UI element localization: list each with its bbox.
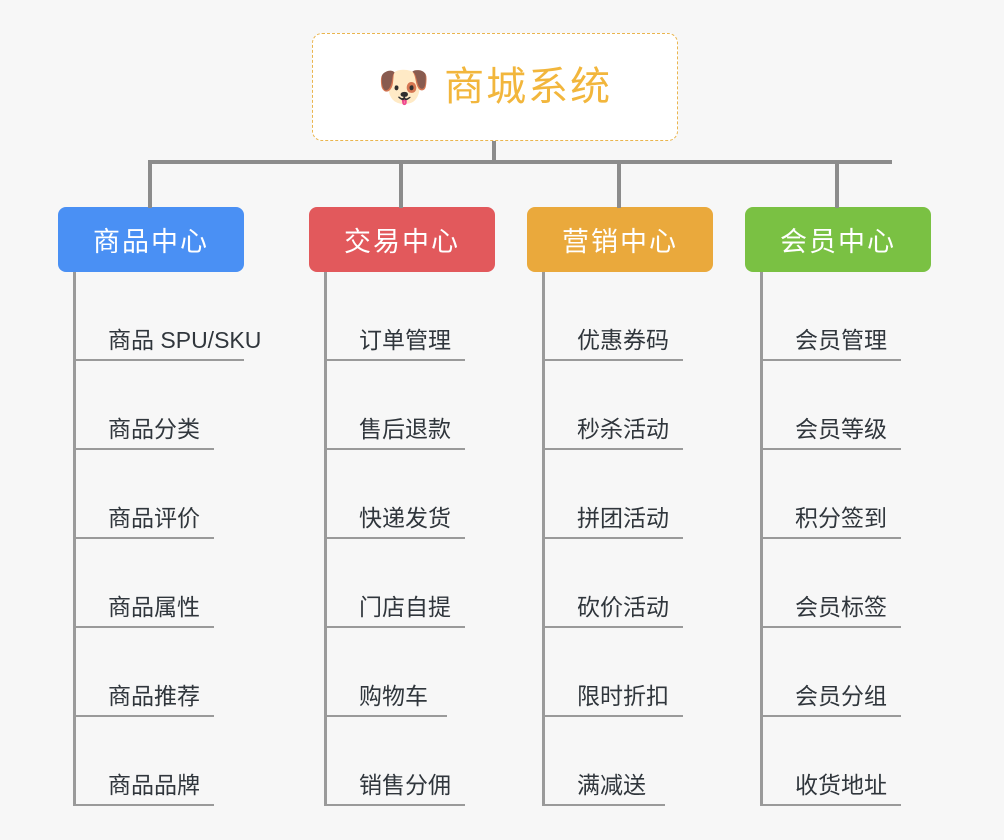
leaf-item[interactable]: 满减送 bbox=[545, 717, 713, 806]
branch-header-label: 交易中心 bbox=[344, 227, 460, 257]
leaf-item[interactable]: 会员等级 bbox=[763, 361, 931, 450]
leaf-item[interactable]: 快递发货 bbox=[327, 450, 495, 539]
leaf-item[interactable]: 会员管理 bbox=[763, 272, 931, 361]
leaf-item[interactable]: 销售分佣 bbox=[327, 717, 495, 806]
leaf-item-label: 购物车 bbox=[327, 683, 447, 717]
leaf-item[interactable]: 会员分组 bbox=[763, 628, 931, 717]
root-title: 商城系统 bbox=[444, 65, 613, 109]
connector-drop-product-center bbox=[148, 160, 152, 208]
leaf-item[interactable]: 商品推荐 bbox=[76, 628, 244, 717]
branch-header-marketing-center[interactable]: 营销中心 bbox=[527, 207, 713, 272]
leaf-list-trade-center: 订单管理售后退款快递发货门店自提购物车销售分佣 bbox=[324, 272, 495, 806]
leaf-item[interactable]: 砍价活动 bbox=[545, 539, 713, 628]
leaf-item[interactable]: 商品 SPU/SKU bbox=[76, 272, 261, 361]
leaf-list-member-center: 会员管理会员等级积分签到会员标签会员分组收货地址 bbox=[760, 272, 931, 806]
dog-face-icon: 🐶 bbox=[377, 63, 431, 110]
leaf-item-label: 会员标签 bbox=[763, 594, 901, 628]
leaf-list-marketing-center: 优惠券码秒杀活动拼团活动砍价活动限时折扣满减送 bbox=[542, 272, 713, 806]
leaf-item-label: 收货地址 bbox=[763, 772, 901, 806]
connector-drop-marketing-center bbox=[617, 160, 621, 208]
leaf-item-label: 商品推荐 bbox=[76, 683, 214, 717]
leaf-item[interactable]: 售后退款 bbox=[327, 361, 495, 450]
leaf-item[interactable]: 优惠券码 bbox=[545, 272, 713, 361]
branch-header-trade-center[interactable]: 交易中心 bbox=[309, 207, 495, 272]
leaf-item[interactable]: 会员标签 bbox=[763, 539, 931, 628]
leaf-item-label: 快递发货 bbox=[327, 505, 465, 539]
root-node[interactable]: 🐶 商城系统 bbox=[312, 33, 678, 141]
leaf-item-label: 拼团活动 bbox=[545, 505, 683, 539]
connector-horizontal-bar bbox=[148, 160, 892, 164]
leaf-item-label: 限时折扣 bbox=[545, 683, 683, 717]
branch-header-member-center[interactable]: 会员中心 bbox=[745, 207, 931, 272]
branch-header-label: 商品中心 bbox=[93, 227, 209, 257]
leaf-item-label: 门店自提 bbox=[327, 594, 465, 628]
leaf-item-label: 售后退款 bbox=[327, 416, 465, 450]
leaf-item[interactable]: 商品属性 bbox=[76, 539, 244, 628]
leaf-item-label: 会员管理 bbox=[763, 327, 901, 361]
connector-drop-member-center bbox=[835, 160, 839, 208]
branch-header-product-center[interactable]: 商品中心 bbox=[58, 207, 244, 272]
leaf-list-product-center: 商品 SPU/SKU 商品分类商品评价商品属性商品推荐商品品牌 bbox=[73, 272, 261, 806]
leaf-item-label: 商品 SPU/SKU bbox=[76, 327, 261, 361]
leaf-item-label: 销售分佣 bbox=[327, 772, 465, 806]
leaf-item-label: 秒杀活动 bbox=[545, 416, 683, 450]
leaf-item-label: 商品品牌 bbox=[76, 772, 214, 806]
leaf-item-label: 砍价活动 bbox=[545, 594, 683, 628]
leaf-item[interactable]: 商品评价 bbox=[76, 450, 244, 539]
leaf-item-label: 优惠券码 bbox=[545, 327, 683, 361]
branch-header-label: 营销中心 bbox=[562, 227, 678, 257]
branch-member-center: 会员中心会员管理会员等级积分签到会员标签会员分组收货地址 bbox=[745, 207, 931, 806]
leaf-item-label: 满减送 bbox=[545, 772, 665, 806]
leaf-item[interactable]: 限时折扣 bbox=[545, 628, 713, 717]
leaf-item[interactable]: 积分签到 bbox=[763, 450, 931, 539]
leaf-item[interactable]: 秒杀活动 bbox=[545, 361, 713, 450]
branch-product-center: 商品中心商品 SPU/SKU 商品分类商品评价商品属性商品推荐商品品牌 bbox=[58, 207, 261, 806]
connector-drop-trade-center bbox=[399, 160, 403, 208]
leaf-item-label: 商品评价 bbox=[76, 505, 214, 539]
leaf-item-label: 订单管理 bbox=[327, 327, 465, 361]
leaf-item[interactable]: 收货地址 bbox=[763, 717, 931, 806]
leaf-item-label: 商品属性 bbox=[76, 594, 214, 628]
leaf-item[interactable]: 订单管理 bbox=[327, 272, 495, 361]
leaf-item-label: 会员分组 bbox=[763, 683, 901, 717]
branch-trade-center: 交易中心订单管理售后退款快递发货门店自提购物车销售分佣 bbox=[309, 207, 495, 806]
branch-header-label: 会员中心 bbox=[780, 227, 896, 257]
leaf-item[interactable]: 门店自提 bbox=[327, 539, 495, 628]
leaf-item-label: 积分签到 bbox=[763, 505, 901, 539]
leaf-item[interactable]: 商品品牌 bbox=[76, 717, 244, 806]
leaf-item-label: 会员等级 bbox=[763, 416, 901, 450]
leaf-item[interactable]: 购物车 bbox=[327, 628, 495, 717]
branch-marketing-center: 营销中心优惠券码秒杀活动拼团活动砍价活动限时折扣满减送 bbox=[527, 207, 713, 806]
leaf-item-label: 商品分类 bbox=[76, 416, 214, 450]
connector-root-stem bbox=[492, 141, 496, 163]
leaf-item[interactable]: 拼团活动 bbox=[545, 450, 713, 539]
leaf-item[interactable]: 商品分类 bbox=[76, 361, 244, 450]
